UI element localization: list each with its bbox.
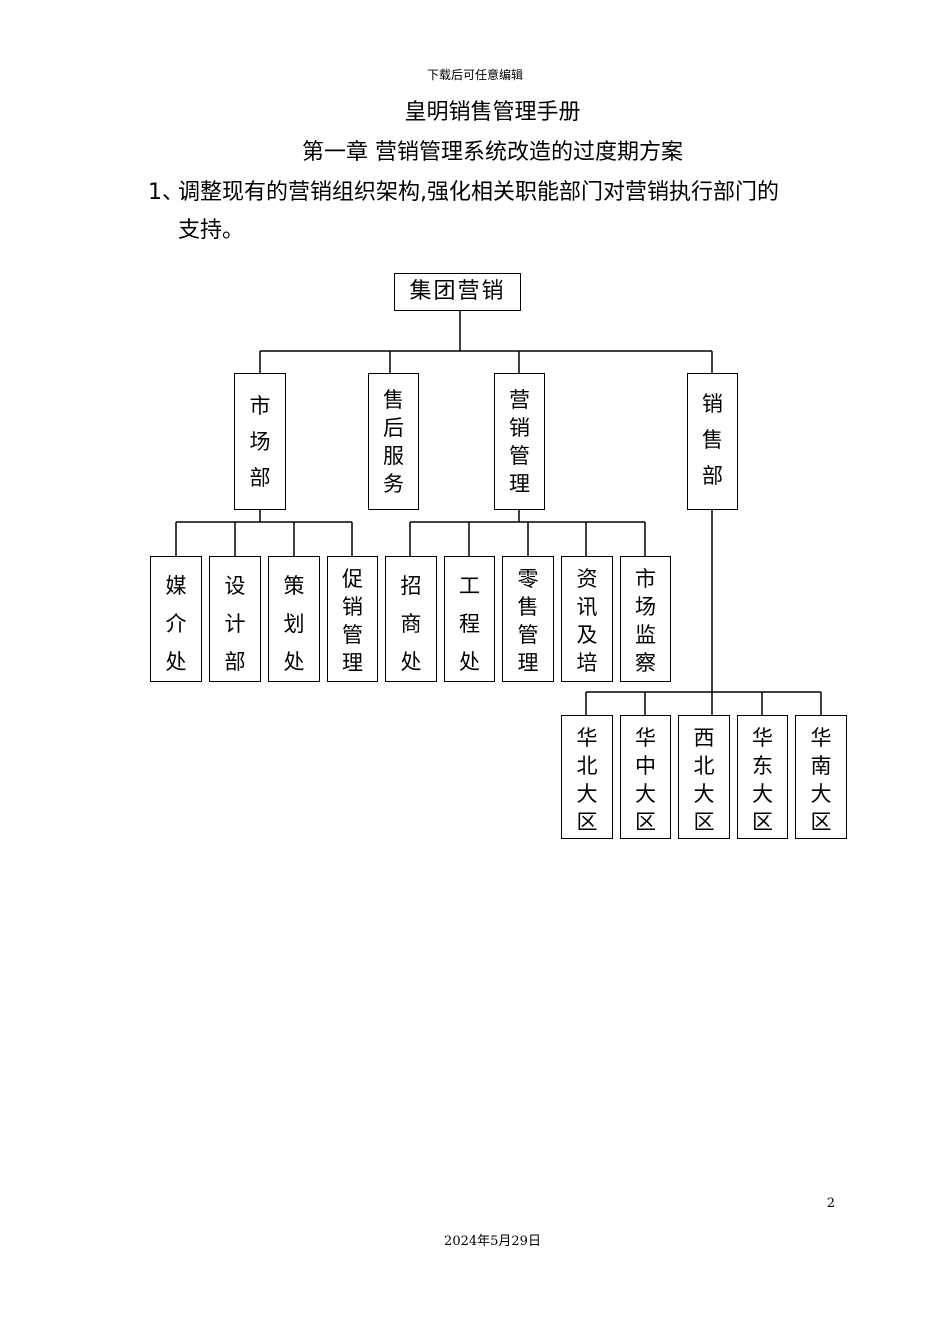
org-box-planning: 策 划 处 (268, 556, 320, 682)
org-box-label: 销 售 部 (702, 392, 723, 488)
org-box-label: 市 场 监 察 (635, 567, 656, 675)
org-box-label: 华 中 大 区 (635, 726, 656, 834)
org-box-market-dept: 市 场 部 (234, 373, 286, 510)
item-text-line1: 调整现有的营销组织架构,强化相关职能部门对营销执行部门的 (178, 180, 779, 205)
org-box-label: 市 场 部 (249, 394, 271, 490)
org-box-label: 营 销 管 理 (509, 388, 530, 496)
org-box-label: 华 东 大 区 (752, 726, 773, 834)
org-box-investment: 招 商 处 (385, 556, 437, 682)
org-box-engineering: 工 程 处 (444, 556, 495, 682)
org-box-label: 促 销 管 理 (342, 567, 363, 675)
document-title: 皇明销售管理手册 (404, 100, 581, 125)
org-box-label: 工 程 处 (459, 574, 480, 674)
org-box-design: 设 计 部 (209, 556, 261, 682)
org-box-retail-mgmt: 零 售 管 理 (502, 556, 554, 682)
org-box-northwest: 西 北 大 区 (678, 715, 730, 839)
footer-date: 2024年5月29日 (444, 1234, 541, 1249)
org-box-sales-dept: 销 售 部 (687, 373, 738, 510)
org-box-label: 策 划 处 (283, 574, 305, 674)
org-box-label: 西 北 大 区 (693, 726, 715, 834)
header-note: 下载后可任意编辑 (426, 68, 523, 82)
org-box-media: 媒 介 处 (150, 556, 202, 682)
org-box-market-supervision: 市 场 监 察 (620, 556, 671, 682)
org-box-label: 设 计 部 (224, 574, 246, 674)
org-box-promotion: 促 销 管 理 (327, 556, 378, 682)
org-box-label: 零 售 管 理 (517, 567, 539, 675)
chapter-title: 第一章 营销管理系统改造的过度期方案 (302, 140, 683, 165)
org-box-label: 华 南 大 区 (810, 726, 832, 834)
item-text-line2: 支持。 (178, 218, 245, 243)
org-box-label: 华 北 大 区 (576, 726, 598, 834)
org-box-after-sales: 售 后 服 务 (368, 373, 419, 510)
org-box-label: 招 商 处 (400, 574, 422, 674)
org-box-label: 资 讯 及 培 (576, 567, 598, 675)
org-box-info-training: 资 讯 及 培 (561, 556, 613, 682)
org-box-central-china: 华 中 大 区 (620, 715, 671, 839)
page-number: 2 (826, 1196, 835, 1211)
org-box-east-china: 华 东 大 区 (737, 715, 788, 839)
org-root-box: 集团营销 (394, 273, 521, 311)
org-box-north-china: 华 北 大 区 (561, 715, 613, 839)
item-number: 1、 (148, 180, 184, 205)
org-box-south-china: 华 南 大 区 (795, 715, 847, 839)
list-item: 1、调整现有的营销组织架构,强化相关职能部门对营销执行部门的 支持。 (148, 174, 848, 250)
org-box-marketing-mgmt: 营 销 管 理 (494, 373, 545, 510)
org-box-label: 媒 介 处 (165, 574, 187, 674)
org-box-label: 售 后 服 务 (383, 388, 404, 496)
